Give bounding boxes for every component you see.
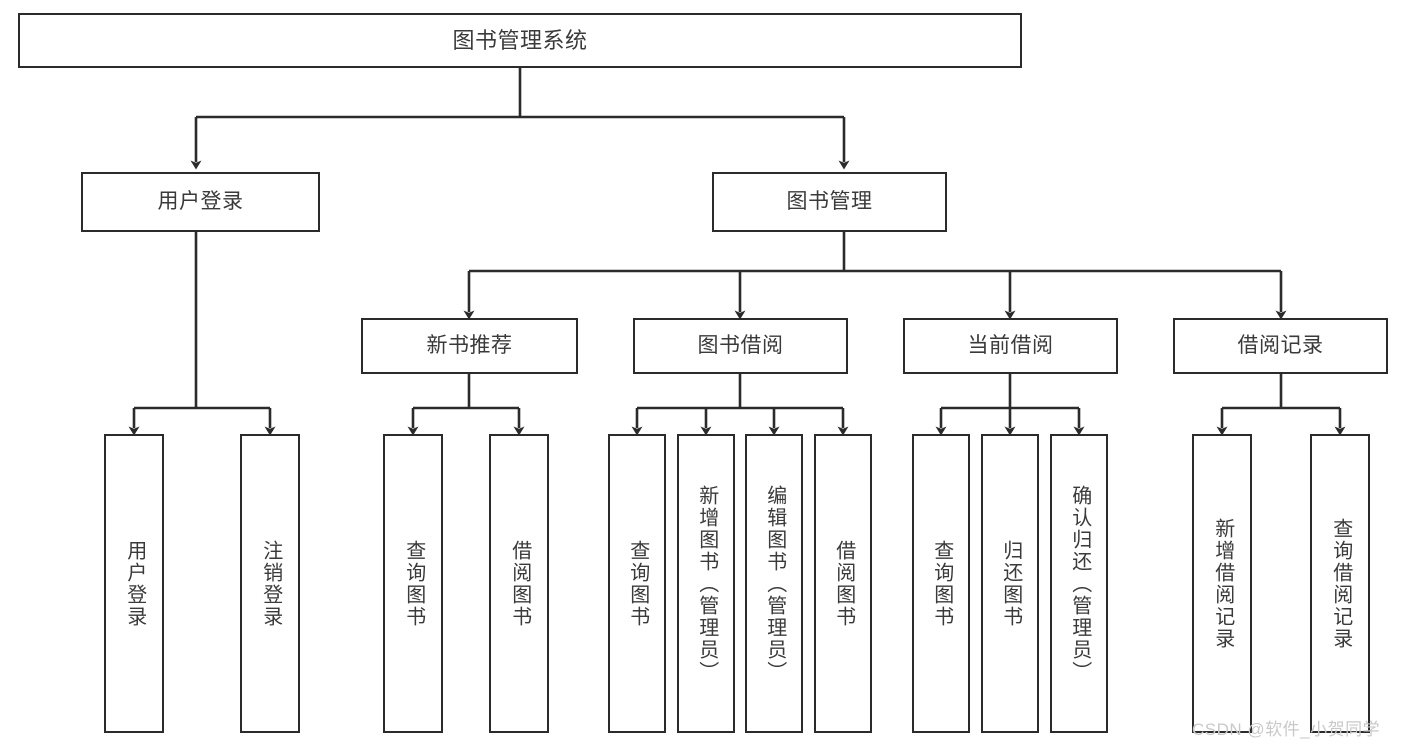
node-borrowing-records[interactable]: 借阅记录	[1173, 318, 1388, 374]
node-leaf-return-books[interactable]: 归还图书	[981, 434, 1039, 733]
node-label: 注销登录	[259, 539, 282, 628]
node-label: 用户登录	[123, 539, 146, 628]
node-user-login[interactable]: 用户登录	[81, 172, 320, 232]
node-label: 查询图书	[626, 539, 649, 628]
node-leaf-confirm-return-admin[interactable]: 确认归还（管理员）	[1050, 434, 1108, 733]
node-label: 查询图书	[402, 539, 425, 628]
node-leaf-borrow-books-recommend[interactable]: 借阅图书	[489, 434, 549, 733]
node-label: 图书管理	[786, 189, 873, 213]
node-leaf-logout[interactable]: 注销登录	[240, 434, 300, 733]
node-label: 查询图书	[930, 539, 953, 628]
node-leaf-add-book-admin[interactable]: 新增图书（管理员）	[677, 434, 735, 733]
node-label: 当前借阅	[967, 333, 1054, 357]
node-label: 新增图书（管理员）	[695, 484, 718, 683]
node-label: 用户登录	[157, 189, 244, 213]
node-label: 借阅图书	[832, 539, 855, 628]
node-label: 借阅记录	[1237, 333, 1324, 357]
node-book-borrowing[interactable]: 图书借阅	[633, 318, 848, 374]
node-leaf-edit-book-admin[interactable]: 编辑图书（管理员）	[745, 434, 803, 733]
node-book-management-system[interactable]: 图书管理系统	[18, 13, 1022, 68]
node-label: 确认归还（管理员）	[1068, 484, 1091, 683]
csdn-watermark: CSDN @软件_小贺同学	[1192, 720, 1381, 739]
node-book-management[interactable]: 图书管理	[712, 172, 947, 232]
node-label: 新书推荐	[426, 333, 513, 357]
node-current-borrowing[interactable]: 当前借阅	[903, 318, 1118, 374]
node-leaf-query-books-current[interactable]: 查询图书	[912, 434, 970, 733]
node-leaf-query-books-borrow[interactable]: 查询图书	[608, 434, 666, 733]
node-label: 图书管理系统	[452, 27, 588, 53]
node-leaf-borrow-books[interactable]: 借阅图书	[814, 434, 872, 733]
node-leaf-query-books-recommend[interactable]: 查询图书	[383, 434, 443, 733]
node-label: 归还图书	[999, 539, 1022, 628]
node-label: 新增借阅记录	[1211, 517, 1234, 650]
node-label: 编辑图书（管理员）	[763, 484, 786, 683]
node-leaf-user-login[interactable]: 用户登录	[104, 434, 164, 733]
node-label: 图书借阅	[697, 333, 784, 357]
node-new-book-recommendation[interactable]: 新书推荐	[361, 318, 578, 374]
node-label: 查询借阅记录	[1329, 517, 1352, 650]
node-leaf-add-borrow-record[interactable]: 新增借阅记录	[1192, 434, 1252, 733]
node-label: 借阅图书	[508, 539, 531, 628]
node-leaf-query-borrow-record[interactable]: 查询借阅记录	[1310, 434, 1370, 733]
